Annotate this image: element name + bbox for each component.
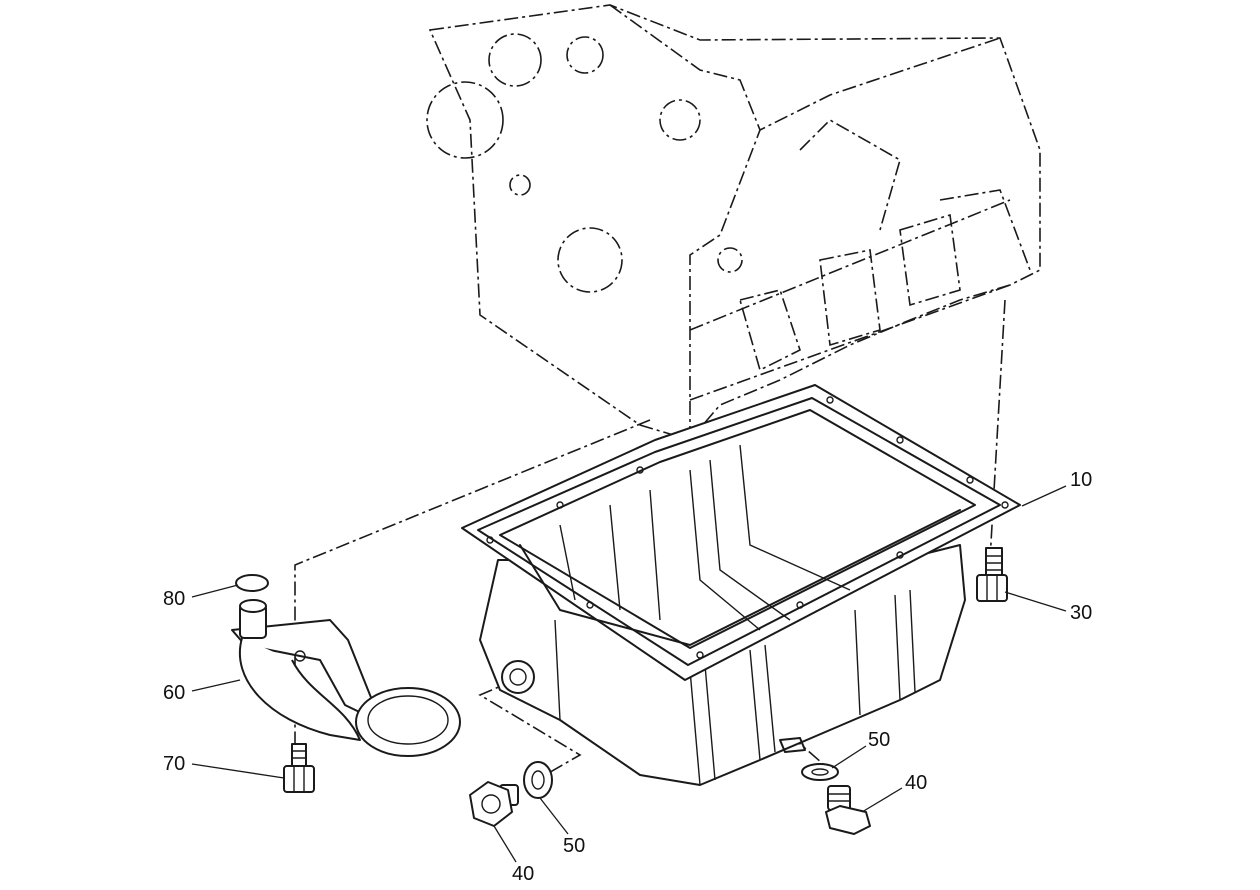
washer-50-left <box>523 761 553 799</box>
callout-10: 10 <box>1070 469 1092 491</box>
oil-strainer-60 <box>231 599 461 757</box>
callout-40-right: 40 <box>905 772 927 794</box>
drain-plug-40-right <box>825 785 871 835</box>
callout-50-right: 50 <box>868 729 890 751</box>
callout-50-left: 50 <box>563 835 585 857</box>
callout-60: 60 <box>163 682 185 704</box>
callout-40-left: 40 <box>512 863 534 885</box>
leader-lines <box>191 485 1067 863</box>
engine-block-outline <box>426 4 1041 441</box>
breather-fitting-30 <box>976 547 1008 602</box>
drain-plug-40-left <box>469 781 519 827</box>
callout-70: 70 <box>163 753 185 775</box>
oil-pan <box>461 384 1021 786</box>
o-ring-80 <box>235 574 269 592</box>
callout-labels: 10 30 40 40 50 50 60 70 80 <box>163 469 1092 885</box>
bolt-70 <box>283 743 315 793</box>
washer-50-right <box>801 763 839 781</box>
callout-80: 80 <box>163 588 185 610</box>
callout-30: 30 <box>1070 602 1092 624</box>
